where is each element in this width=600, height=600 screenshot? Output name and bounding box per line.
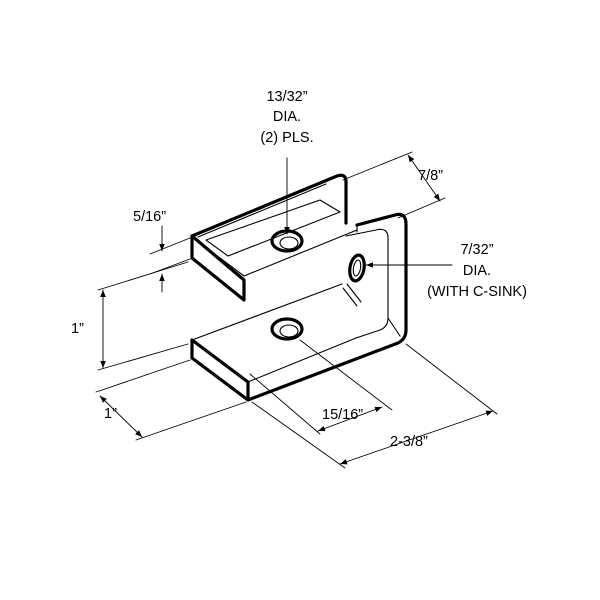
ext-5-16-a bbox=[149, 237, 191, 255]
ext-7-8-a bbox=[342, 151, 413, 181]
bottom-hole-outer bbox=[270, 317, 304, 341]
bottom-flange-outline bbox=[190, 338, 250, 402]
ext-hole-offset-b bbox=[299, 339, 393, 411]
ext-gap-b bbox=[97, 343, 189, 371]
label-depth-front: 1” bbox=[104, 406, 117, 422]
top-flange-inner-rim bbox=[195, 183, 358, 277]
label-side-hole-dia: DIA. bbox=[463, 263, 491, 279]
back-wall-edge bbox=[356, 224, 401, 337]
dim-7-8 bbox=[407, 154, 441, 202]
label-top-hole-dia: DIA. bbox=[273, 109, 301, 125]
dim-length bbox=[339, 410, 494, 465]
ext-length-b bbox=[405, 343, 498, 415]
dimension-labels: 13/32” DIA. (2) PLS. 7/8” 5/16” 7/32” DI… bbox=[71, 89, 527, 450]
ext-hole-offset-a bbox=[249, 373, 321, 435]
label-length-overall: 2-3/8” bbox=[390, 434, 428, 450]
dim-depth bbox=[99, 395, 143, 438]
dimension-lines bbox=[95, 151, 498, 469]
ext-7-8-b bbox=[397, 197, 446, 219]
label-side-hole-size: 7/32” bbox=[460, 242, 493, 258]
label-top-hole-size: 13/32” bbox=[266, 89, 307, 105]
label-side-hole-note: (WITH C-SINK) bbox=[427, 284, 527, 300]
bottom-hole-inner bbox=[279, 324, 299, 338]
top-flange-recess bbox=[205, 199, 341, 257]
label-gap-height: 1” bbox=[71, 321, 84, 337]
side-hole-outer bbox=[348, 253, 366, 283]
bracket-outline bbox=[190, 173, 408, 402]
side-hole-inner bbox=[352, 259, 362, 277]
ext-depth-b bbox=[135, 401, 247, 441]
bottom-flange-top bbox=[191, 283, 357, 383]
back-wall-inner bbox=[345, 228, 389, 339]
surface-hatch bbox=[342, 283, 362, 307]
top-flange-outline bbox=[190, 234, 246, 302]
ext-depth-a bbox=[95, 359, 191, 393]
ext-length-a bbox=[251, 401, 346, 469]
label-thickness: 5/16” bbox=[133, 209, 166, 225]
label-hole-offset: 15/16” bbox=[322, 407, 363, 423]
top-hole-inner bbox=[279, 236, 299, 250]
ext-gap-a bbox=[97, 261, 189, 291]
top-flange-back-edge bbox=[190, 173, 348, 238]
label-width-top: 7/8” bbox=[418, 168, 443, 184]
label-top-hole-count: (2) PLS. bbox=[260, 130, 313, 146]
back-wall-outline bbox=[246, 212, 408, 402]
